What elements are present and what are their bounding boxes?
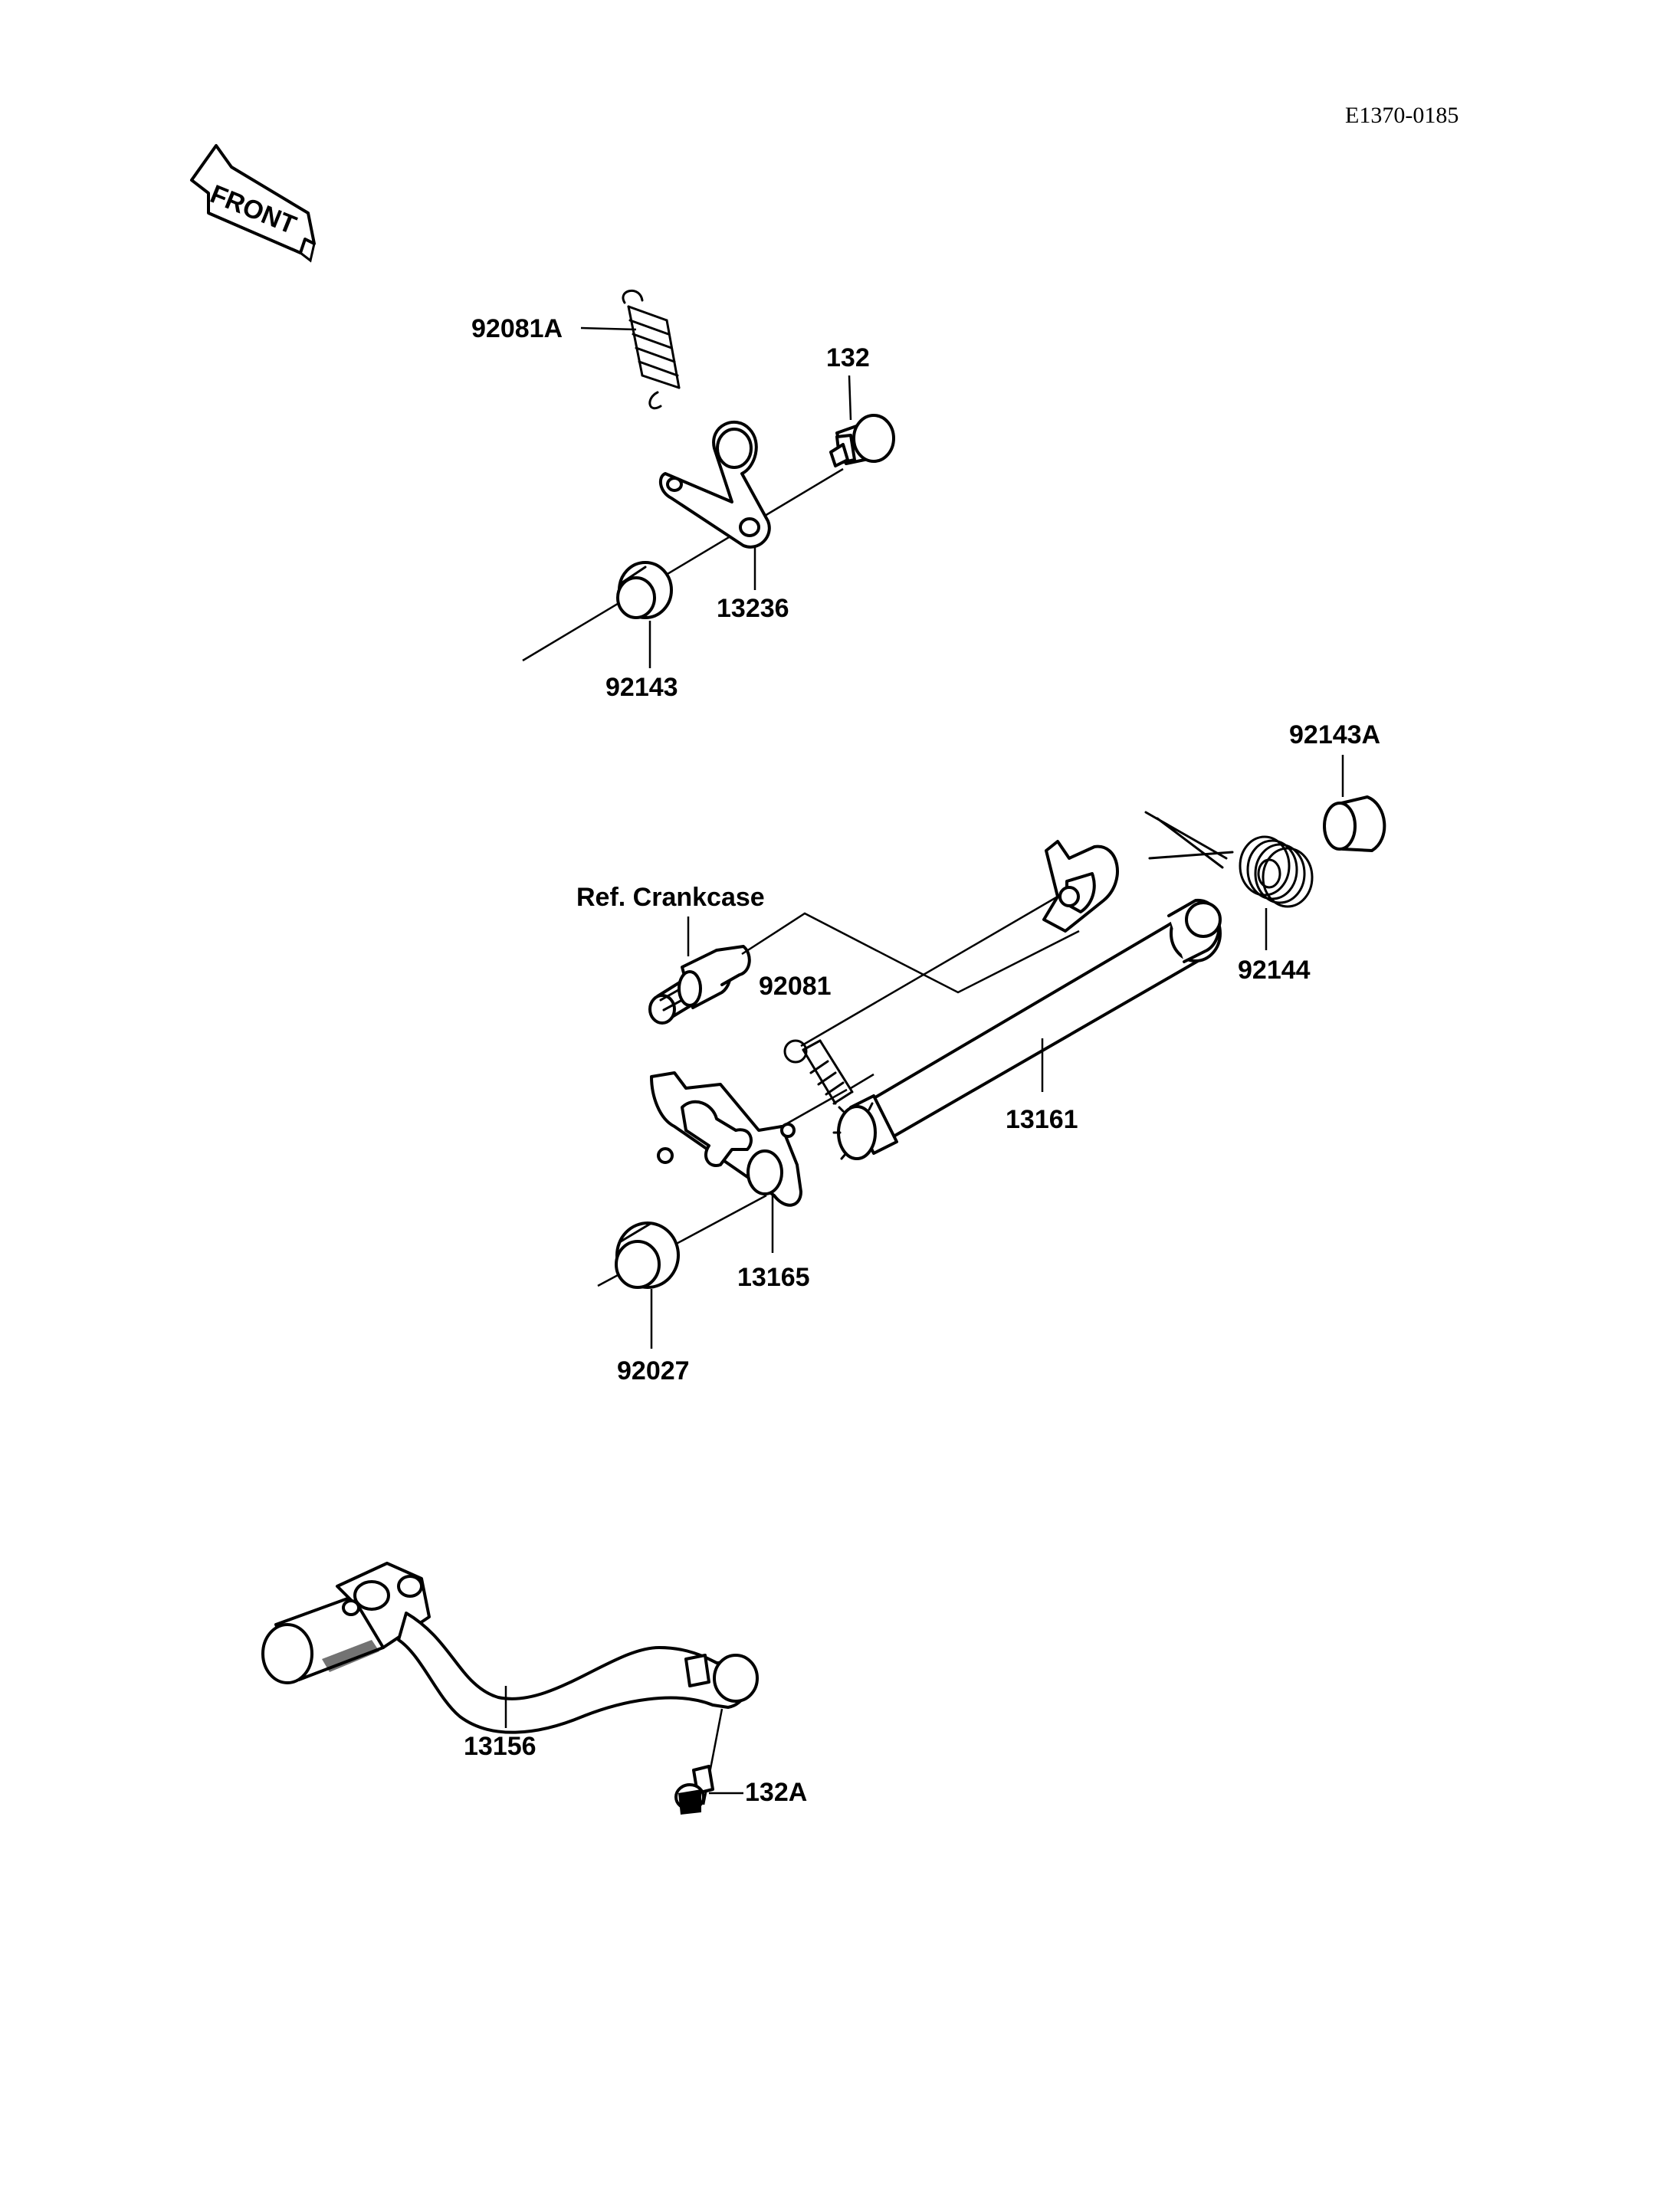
front-arrow-icon: FRONT [190, 144, 316, 263]
bolt-132 [829, 414, 895, 467]
bracket-13236 [658, 420, 771, 549]
washer-92143 [616, 561, 673, 619]
label-92027: 92027 [617, 1356, 690, 1385]
label-13161: 13161 [1006, 1105, 1078, 1134]
label-92143a: 92143A [1289, 720, 1380, 749]
spring-92081a [622, 289, 681, 410]
label-92144: 92144 [1238, 956, 1311, 985]
label-13236: 13236 [717, 594, 789, 623]
spring-92144 [1144, 811, 1314, 908]
washer-92027 [597, 1194, 767, 1289]
label-92081: 92081 [759, 972, 832, 1001]
label-132a: 132A [745, 1778, 807, 1807]
label-ref-crankcase: Ref. Crankcase [576, 883, 765, 912]
spring-92081 [783, 895, 1058, 1105]
label-13165: 13165 [737, 1263, 810, 1292]
label-92143: 92143 [605, 673, 678, 702]
pedal-13156 [261, 1562, 759, 1734]
crankcase-stud [648, 945, 751, 1025]
label-92081a: 92081A [471, 314, 563, 343]
plate-13165 [650, 1071, 848, 1207]
bolt-132a [674, 1708, 724, 1815]
label-13156: 13156 [464, 1732, 536, 1761]
label-132: 132 [826, 343, 870, 372]
washer-92143a [1323, 795, 1386, 852]
shaft-13161 [832, 840, 1222, 1160]
diagram-code: E1370-0185 [1345, 103, 1459, 128]
